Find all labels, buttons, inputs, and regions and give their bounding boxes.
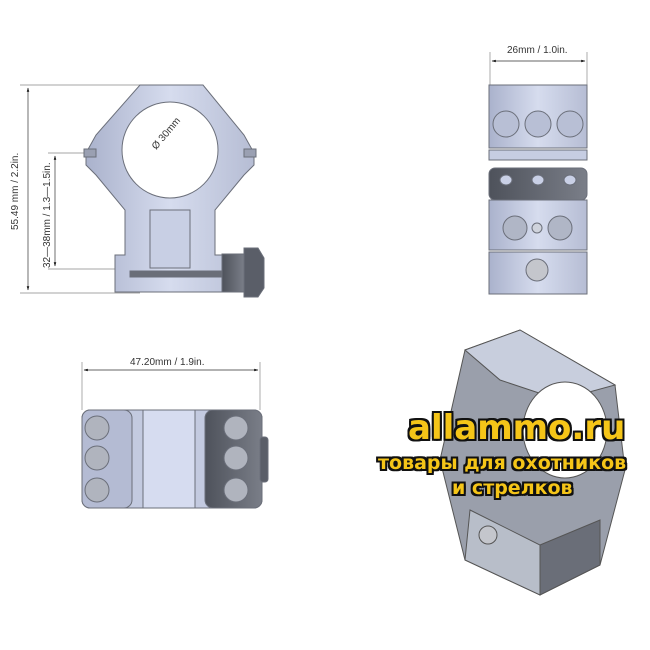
height-dimension-label: 55.49 mm / 2.2in. xyxy=(10,152,21,230)
length-dimension-label: 47.20mm / 1.9in. xyxy=(130,357,205,368)
front-view-mount xyxy=(83,84,265,298)
top-view-dimensions xyxy=(81,362,261,410)
width-dimension-label: 26mm / 1.0in. xyxy=(507,45,568,56)
isometric-view-mount xyxy=(439,329,626,596)
side-view-mount xyxy=(488,84,588,295)
center-height-dimension-label: 32—38mm / 1.3—1.5in. xyxy=(42,162,53,268)
top-view-mount xyxy=(81,409,269,509)
watermark-line2: и стрелков xyxy=(452,477,573,499)
watermark-site: allammo.ru xyxy=(408,408,626,448)
side-view-dimensions xyxy=(489,52,588,88)
watermark-line1: товары для охотников xyxy=(378,452,627,474)
